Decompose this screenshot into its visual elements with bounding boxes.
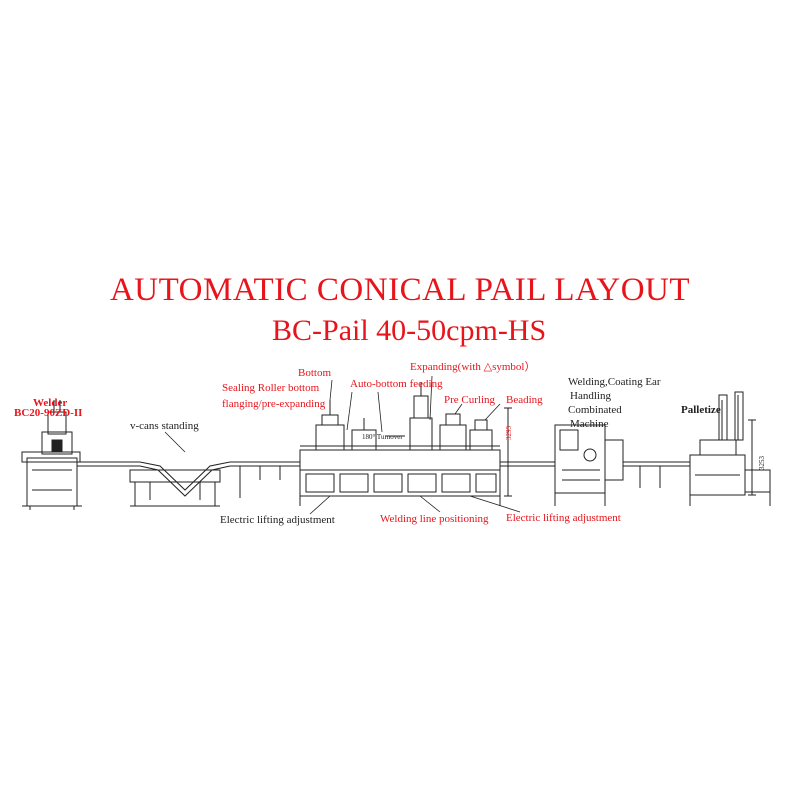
turnover-label: 180° Turnover [362,433,403,441]
sealing-roller-label: Sealing Roller bottom [222,382,320,394]
dim-left-label: 3293 [505,426,513,440]
expanding-label: Expanding(with △symbol） [410,361,536,373]
dim-right-label: 3253 [758,456,766,470]
electric-lift-2-label: Electric lifting adjustment [506,512,621,524]
pre-curling-label: Pre Curling [444,394,496,406]
machine-label: Machine [570,418,609,430]
flanging-label: flanging/pre-expanding [222,398,326,410]
diagram-title: AUTOMATIC CONICAL PAIL LAYOUT [109,272,691,308]
auto-bottom-label: Auto-bottom feeding [350,378,443,390]
bottom-label: Bottom [298,367,332,379]
handling-label: Handling [570,390,611,402]
palletize-label: Palletize [681,404,721,416]
welder-model-label: BC20-90ZD-II [14,407,83,419]
welder-label: Welder [33,397,68,409]
welding-line-label: Welding line positioning [380,513,489,525]
v-cans-conveyor [129,461,231,507]
combinated-label: Combinated [568,404,622,416]
v-cans-label: v-cans standing [130,420,199,432]
electric-lift-1-label: Electric lifting adjustment [220,514,335,526]
welding-combined-machine [554,424,624,506]
welder-machine [21,400,82,510]
palletizer-machine [689,391,771,506]
forming-machine [299,382,501,506]
welding-coating-label: Welding,Coating Ear [568,376,661,388]
diagram-subtitle: BC-Pail 40-50cpm-HS [272,314,547,347]
beading-label: Beading [506,394,543,406]
